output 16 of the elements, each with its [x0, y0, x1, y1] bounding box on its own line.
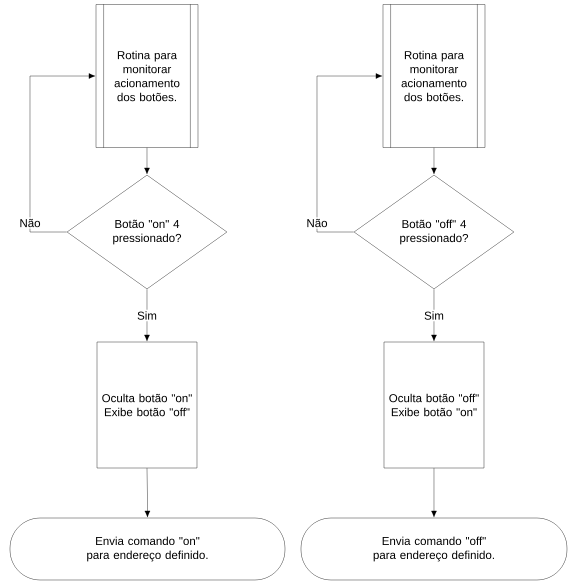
arrow [30, 73, 96, 232]
arrow [431, 289, 437, 342]
process-box: Oculta botão "off" Exibe botão "on" [384, 342, 484, 468]
arrow [316, 73, 382, 232]
edge-label: Não [18, 217, 42, 229]
arrow [144, 148, 150, 174]
arrow [431, 468, 437, 518]
arrow [431, 148, 437, 174]
edge-label: Sim [422, 310, 446, 322]
arrow [144, 468, 150, 518]
process-box: Oculta botão "on" Exibe botão "off" [96, 342, 198, 468]
predefined-process-box: Rotina para monitorar acionamento dos botões. [96, 4, 198, 148]
edge-label: Sim [136, 310, 158, 322]
arrow [144, 289, 150, 342]
predefined-process-box: Rotina para monitorar acionamento dos botões. [382, 4, 486, 148]
edge-label: Não [304, 217, 330, 229]
